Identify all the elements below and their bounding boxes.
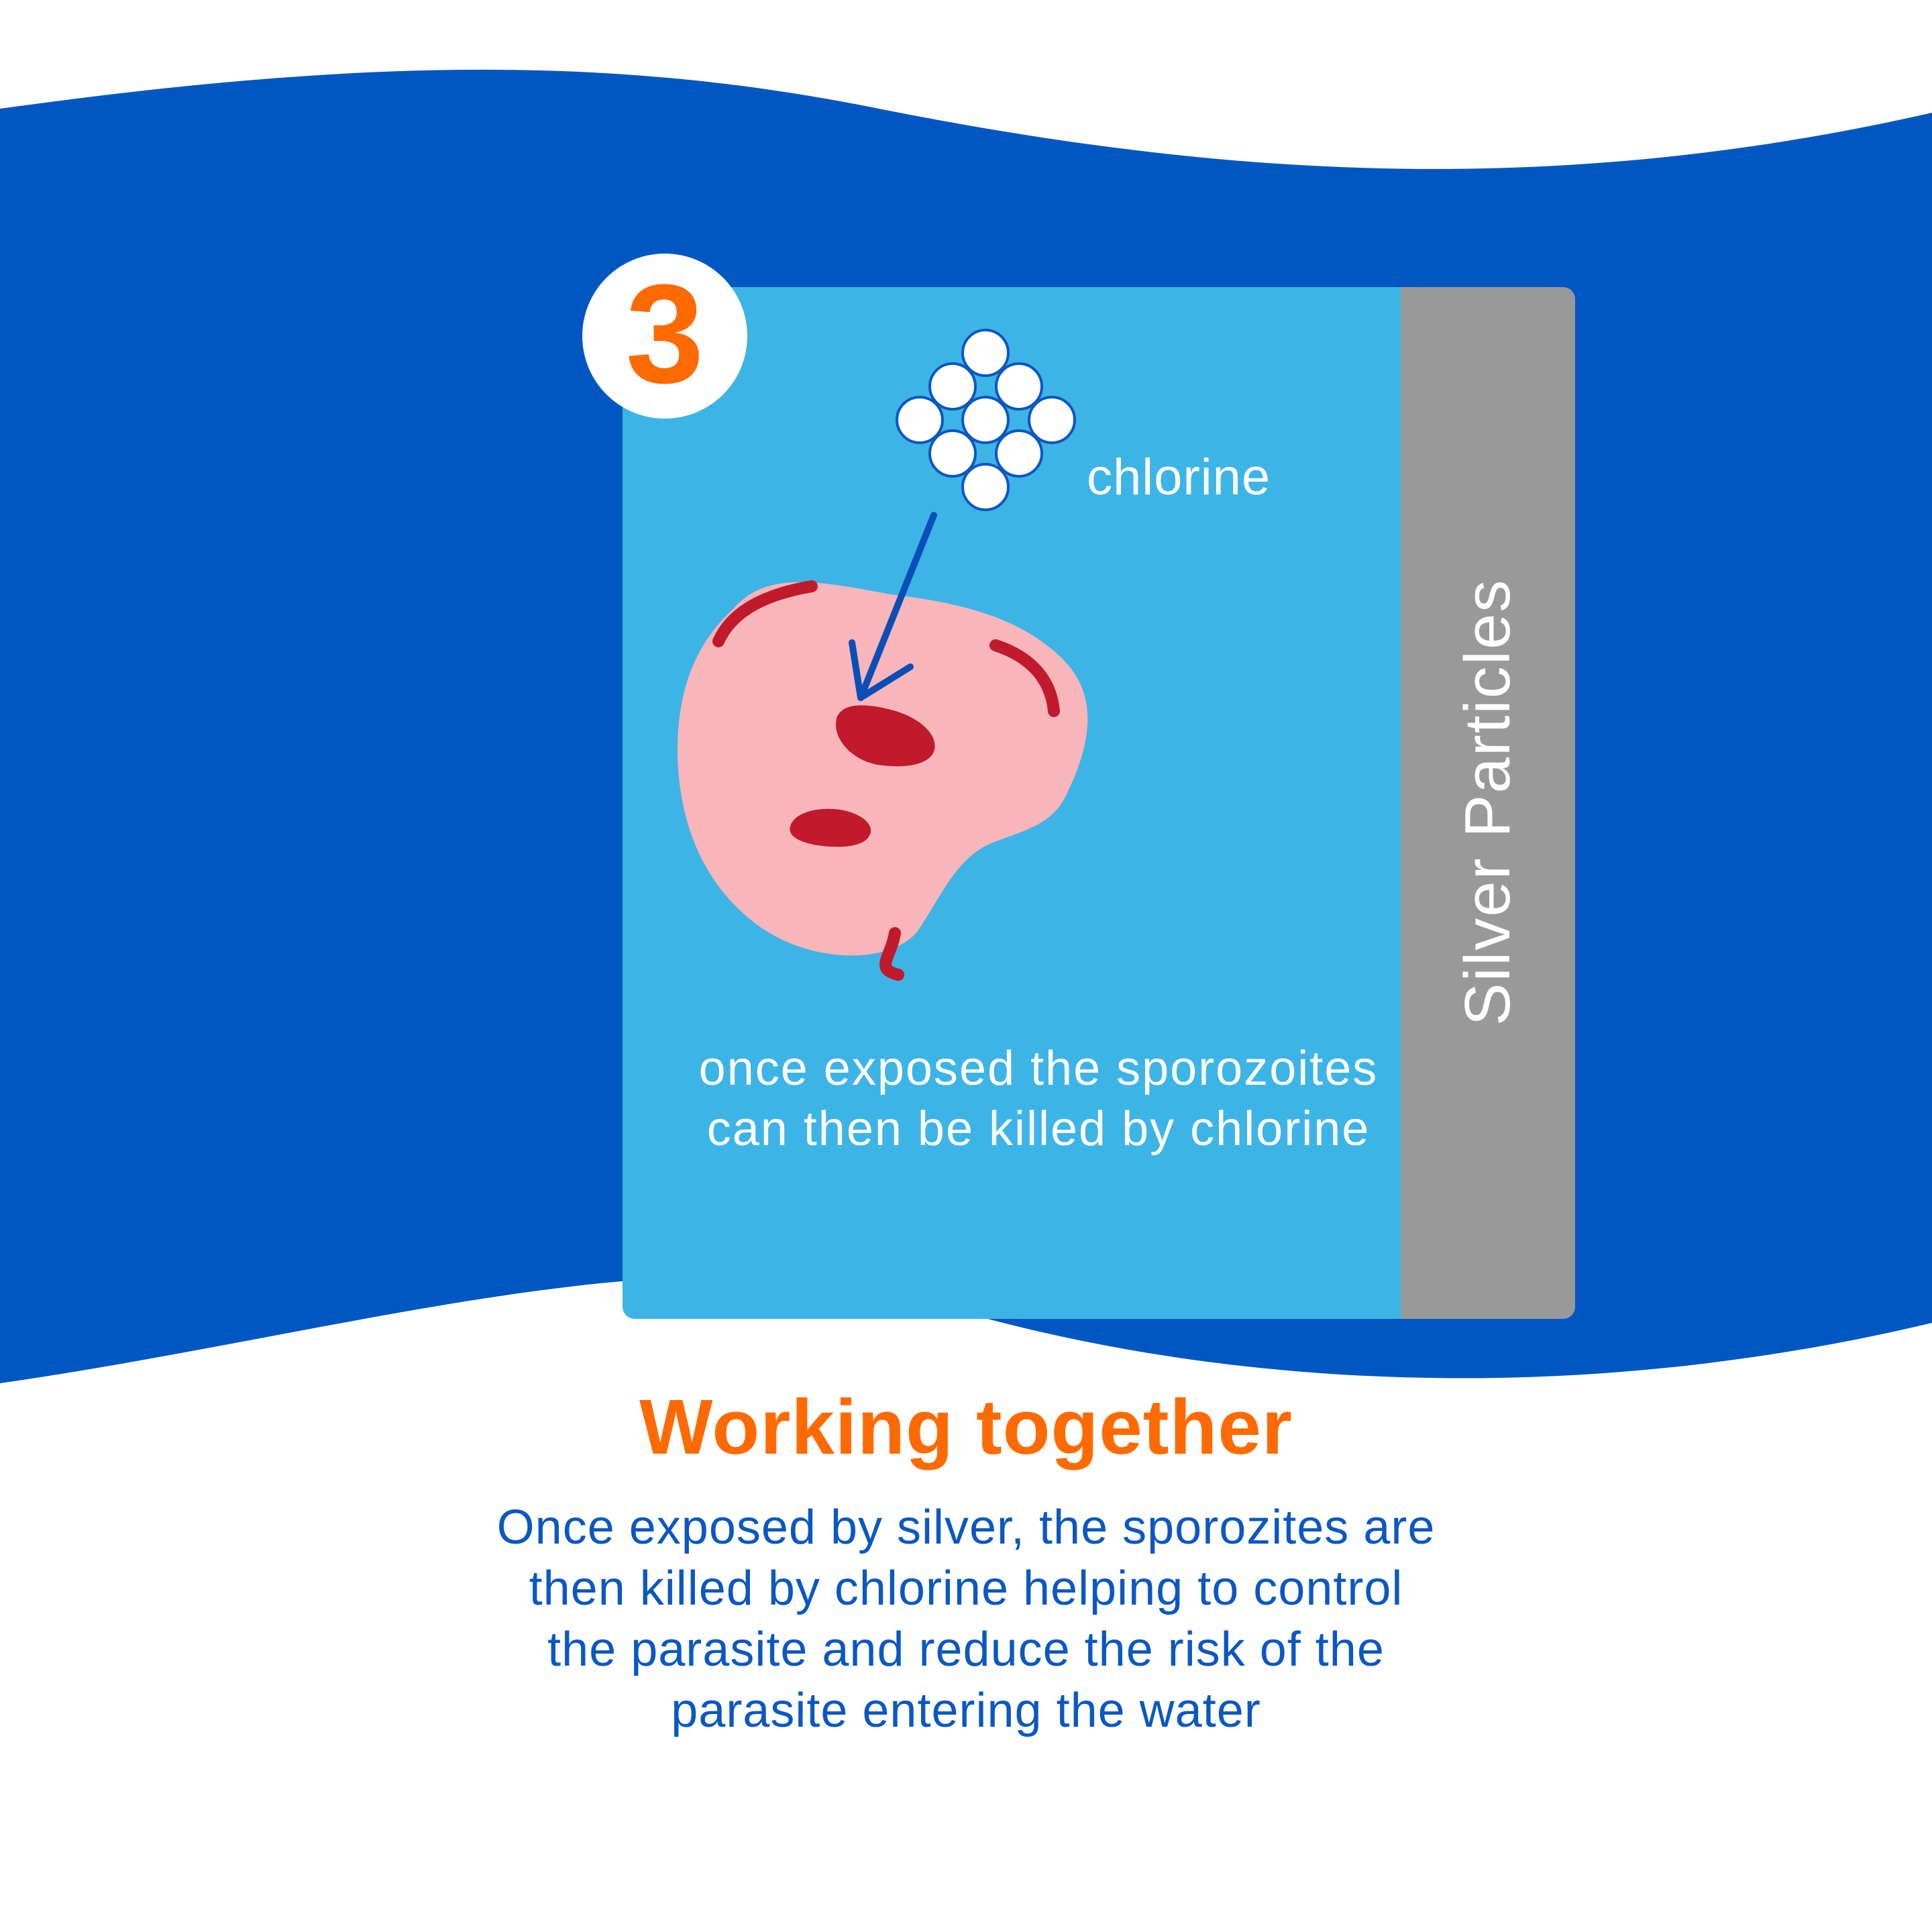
chlorine-particle: [928, 362, 977, 411]
card-caption: once exposed the sporozoites can then be…: [698, 1042, 1379, 1156]
arrow-chlorine-to-cell: [849, 512, 937, 701]
sporozoite-organelle: [790, 808, 871, 847]
membrane-damage-marks: [712, 580, 1060, 981]
arrow-head: [849, 639, 914, 701]
chlorine-particle: [995, 362, 1043, 411]
chlorine-particle: [961, 396, 1010, 444]
chlorine-particle: [1028, 396, 1076, 444]
sporozoite-cell: [677, 582, 1088, 956]
arrow-shaft: [857, 512, 937, 701]
section-body-text: Once exposed by silver, the sporozites a…: [496, 1501, 1436, 1737]
step-card: Silver Particles: [623, 287, 1575, 1319]
silver-particles-panel: Silver Particles: [1401, 287, 1575, 1319]
damage-arc: [712, 580, 818, 647]
chlorine-particle: [896, 396, 944, 444]
step-number: 3: [625, 255, 704, 413]
chlorine-molecule-cluster: [896, 329, 1076, 511]
section-heading: Working together: [639, 1383, 1293, 1470]
chlorine-particle: [961, 329, 1010, 377]
chlorine-particle: [928, 429, 977, 478]
chlorine-particle: [995, 429, 1043, 478]
damage-arc: [879, 927, 904, 981]
sporozoite-illustration: [677, 329, 1088, 981]
chlorine-particle: [961, 463, 1010, 511]
chlorine-label: chlorine: [1087, 449, 1271, 506]
damage-arc: [989, 639, 1060, 717]
sporozoite-nucleus: [836, 705, 935, 767]
step-number-badge: 3: [582, 254, 747, 419]
